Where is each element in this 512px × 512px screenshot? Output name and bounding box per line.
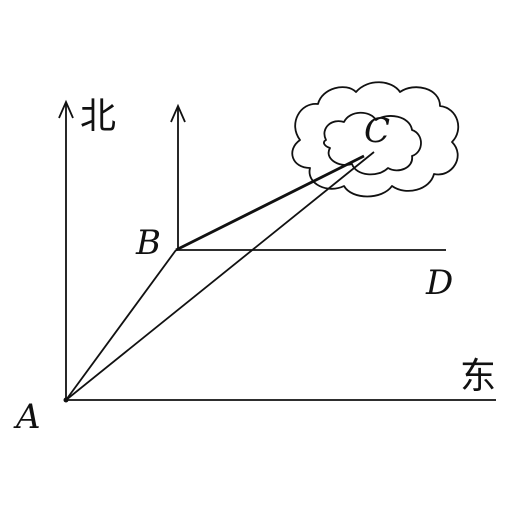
- segment-bc: [175, 154, 365, 252]
- label-east: 东: [460, 356, 496, 397]
- label-d: D: [425, 263, 453, 303]
- segment-ac: [65, 151, 375, 401]
- point-a: [63, 397, 69, 403]
- north-axis-at-a: [58, 99, 74, 398]
- north-axis-at-b: [170, 103, 186, 248]
- cloud-icon: [291, 81, 460, 198]
- label-north: 北: [80, 96, 116, 137]
- label-c: C: [364, 111, 390, 151]
- segment-ab: [65, 249, 177, 401]
- label-a: A: [13, 397, 41, 437]
- label-b: B: [135, 223, 161, 263]
